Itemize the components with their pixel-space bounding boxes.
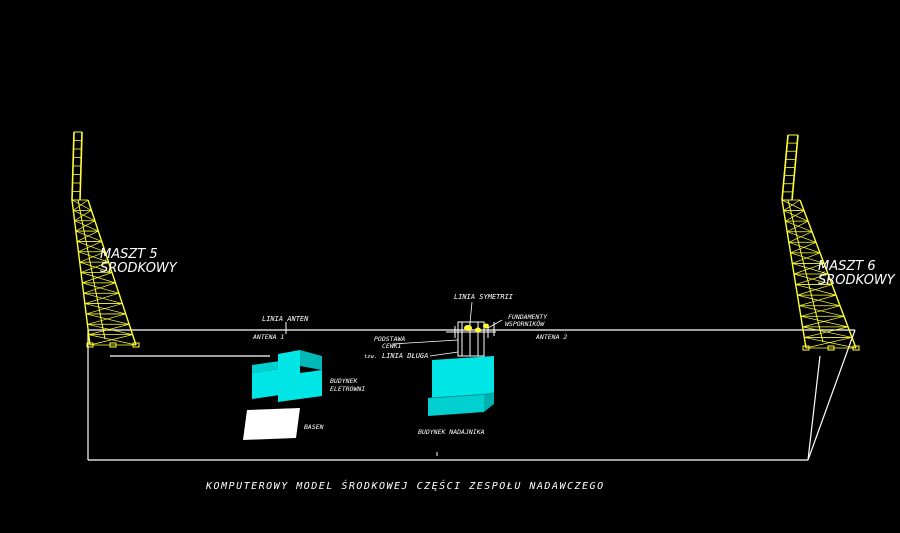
fundamenty-label-line1: FUNDAMENTY (508, 313, 548, 321)
antena-1-label: ANTENA 1 (252, 333, 284, 341)
site-boundary (87, 329, 856, 461)
linia-dluga-prefix: tzw. (364, 354, 377, 360)
transmitter-building (428, 356, 494, 416)
basin (243, 408, 300, 440)
podstawa-label-line1: PODSTAWA (374, 335, 405, 343)
budynek-nadajnika-label: BUDYNEK NADAJNIKA (418, 428, 485, 436)
podstawa-label-line2: CEWKI (382, 342, 402, 350)
fundamenty-label-line2: WSPORNIKÓW (505, 319, 545, 328)
support-foundations (464, 323, 489, 333)
mast-5-label-line2: ŚRODKOWY (100, 260, 178, 276)
mast-5-tower (71, 131, 140, 348)
linia-dluga-label: LINIA DŁUGA (382, 352, 428, 360)
antena-2-label: ANTENA 2 (535, 333, 567, 341)
mast-5-label-line1: MASZT 5 (100, 247, 158, 262)
power-station-building (252, 350, 322, 402)
mast-6-tower (781, 134, 860, 351)
antenna-line (285, 322, 438, 456)
linia-symetrii-label: LINIA SYMETRII (454, 293, 514, 301)
budynek-elektrowni-label-line2: ELETROWNI (330, 385, 365, 393)
diagram-caption: KOMPUTEROWY MODEL ŚRODKOWEJ CZĘŚCI ZESPO… (205, 479, 605, 492)
budynek-elektrowni-label-line1: BUDYNEK (330, 377, 358, 385)
linia-anten-label: LINIA ANTEN (262, 315, 309, 323)
mast-6-label-line1: MASZT 6 (818, 259, 876, 274)
mast-6-label-line2: ŚRODKOWY (818, 272, 896, 288)
leader-lines (391, 301, 503, 357)
basen-label: BASEN (304, 423, 324, 431)
